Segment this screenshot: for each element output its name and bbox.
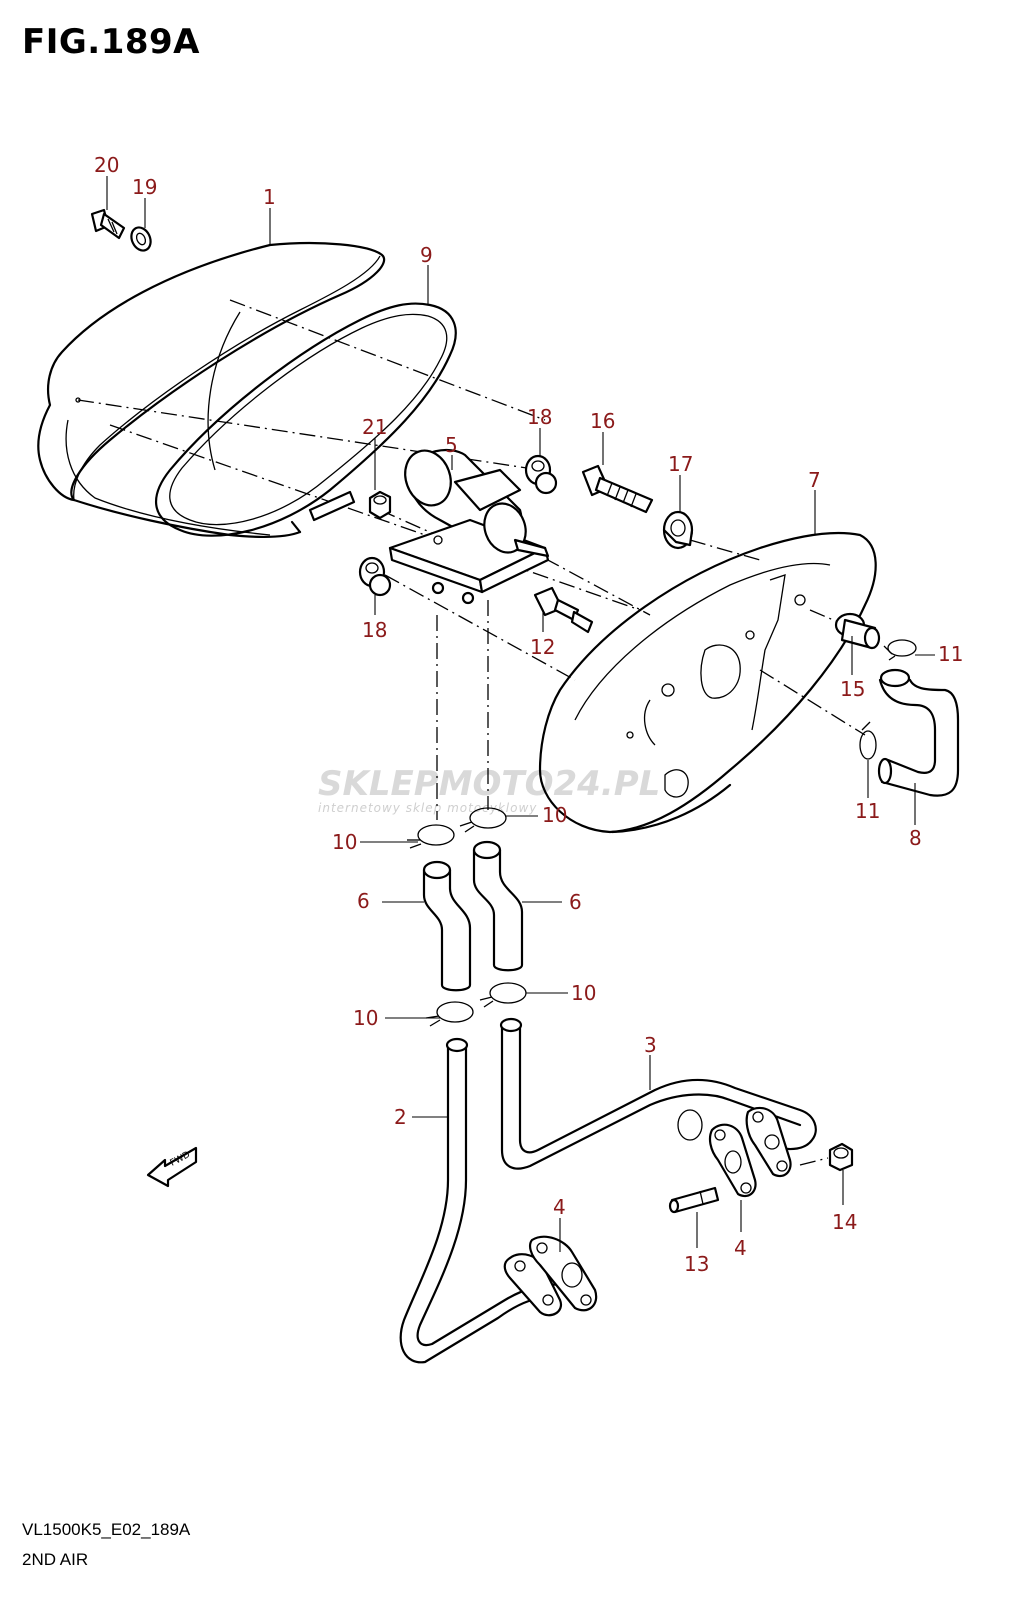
part-10-clip-3: [425, 1001, 474, 1027]
part-12-sensor: [533, 586, 594, 634]
assembly-lines: [77, 299, 866, 820]
callout-10-d: 10: [353, 1006, 378, 1030]
part-2-pipe: [399, 1037, 563, 1364]
callout-2: 2: [394, 1105, 407, 1129]
callout-17: 17: [668, 452, 693, 476]
callout-13: 13: [684, 1252, 709, 1276]
callout-4-lower: 4: [553, 1195, 566, 1219]
callout-16: 16: [590, 409, 615, 433]
figure-title: FIG.189A: [22, 22, 200, 62]
fwd-arrow-icon: FWD: [146, 1146, 198, 1188]
callout-6-left: 6: [357, 889, 370, 913]
part-6-hose-right: [472, 840, 524, 972]
watermark-brand: SKLEPMOTO24.PL: [318, 764, 660, 804]
part-10-clip-1: [407, 824, 455, 849]
callout-10-c: 10: [571, 981, 596, 1005]
callouts: 20 19 1 9 21 5 18 16 17 7 18 12 11 15 11…: [94, 153, 963, 1276]
watermark-tagline: internetowy sklep motocyklowy: [318, 801, 537, 815]
callout-14: 14: [832, 1210, 857, 1234]
part-15-nipple: [834, 612, 881, 650]
part-8-hose: [877, 668, 960, 797]
callout-9: 9: [420, 243, 433, 267]
callout-20: 20: [94, 153, 119, 177]
part-10-clip-4: [479, 982, 527, 1008]
part-19-washer: [130, 226, 152, 252]
part-18-grommet-lower: [358, 556, 392, 597]
part-7-body: [538, 532, 877, 834]
figure-name: 2ND AIR: [22, 1550, 89, 1569]
callout-21: 21: [362, 415, 387, 439]
callout-8: 8: [909, 826, 922, 850]
callout-7: 7: [808, 468, 821, 492]
part-5-valve: [388, 448, 550, 605]
callout-11-lower: 11: [855, 799, 880, 823]
callout-6-right: 6: [569, 890, 582, 914]
callout-10-b: 10: [542, 803, 567, 827]
callout-5: 5: [445, 433, 458, 457]
part-20-bolt: [90, 208, 126, 240]
callout-19: 19: [132, 175, 157, 199]
part-3-pipe: [499, 1017, 817, 1178]
callout-15: 15: [840, 677, 865, 701]
callout-12: 12: [530, 635, 555, 659]
part-11-clip-lower: [859, 721, 877, 760]
part-1-cover: [37, 241, 386, 539]
part-9-gasket: [155, 302, 457, 537]
part-4-gasket-lower: [529, 1235, 598, 1312]
figure-code: VL1500K5_E02_189A: [22, 1520, 191, 1539]
callout-11-upper: 11: [938, 642, 963, 666]
callout-18-upper: 18: [527, 405, 552, 429]
callout-3: 3: [644, 1033, 657, 1057]
callout-18-lower: 18: [362, 618, 387, 642]
part-17-spacer: [662, 510, 694, 550]
leader-lines: [106, 176, 935, 1252]
callout-1: 1: [263, 185, 276, 209]
part-6-hose-left: [422, 860, 472, 992]
part-11-clip-upper: [883, 639, 917, 661]
part-13-stud: [668, 1186, 720, 1214]
part-21-nut: [368, 490, 392, 520]
callout-4-upper: 4: [734, 1236, 747, 1260]
watermark: SKLEPMOTO24.PL internetowy sklep motocyk…: [318, 764, 660, 815]
part-18-grommet-upper: [524, 454, 558, 495]
callout-10-a: 10: [332, 830, 357, 854]
part-4-gasket-upper: [708, 1123, 757, 1198]
part-16-bolt: [581, 464, 654, 514]
part-10-clip-2: [459, 807, 507, 833]
part-14-nut: [799, 1142, 854, 1172]
